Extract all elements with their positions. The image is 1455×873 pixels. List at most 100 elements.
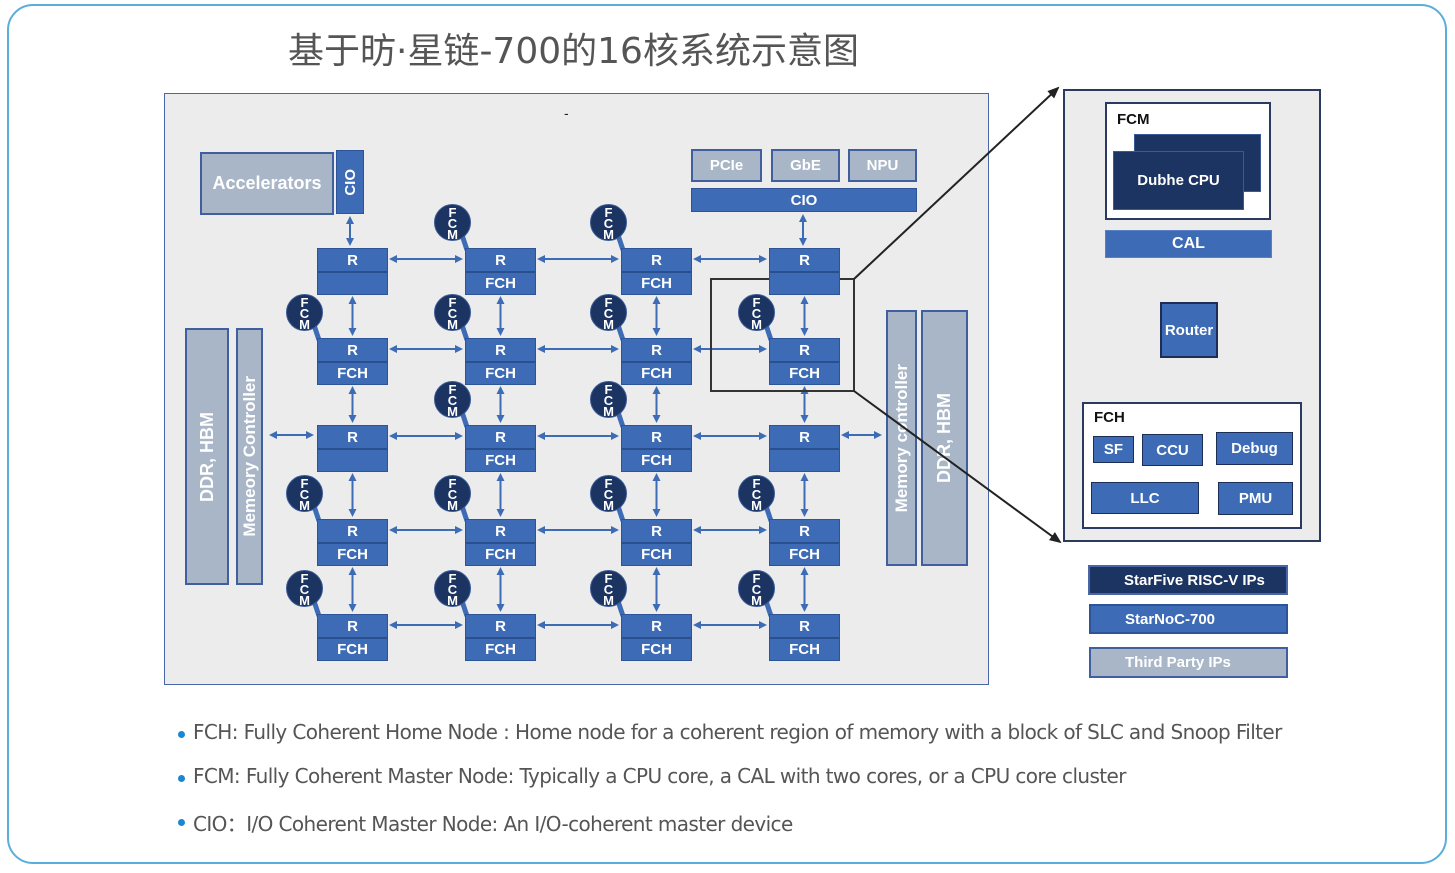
mesh-node-r2-c0: R [317,425,388,472]
router-label: R [622,249,691,273]
fcm-letter: F [604,204,613,220]
fcm-letter: F [752,294,761,310]
fcm-letter: M [603,316,614,332]
fch-label: FCH [337,641,368,658]
fcm-letter: C [603,305,614,321]
empty-slot [318,273,387,294]
pmu-block: PMU [1218,482,1293,515]
fch-label: FCH [641,275,672,292]
note-fch: FCH: Fully Coherent Home Node : Home nod… [178,720,1282,764]
fcm-letter: C [447,305,458,321]
mesh-node-r0-c2: R FCH [621,248,692,295]
fcm-letter: F [752,570,761,586]
router-label: R [622,520,691,544]
fcm-letter: M [447,497,458,513]
fcm-letter: M [447,403,458,419]
router-label: R [466,520,535,544]
page-title: 基于昉·星链-700的16核系统示意图 [288,31,859,72]
fcm-letter: C [751,486,762,502]
fch-label: FCH [337,546,368,563]
router-label: R [770,249,839,273]
fcm-letter: M [447,226,458,242]
fcm-letter: C [447,581,458,597]
npu-block: NPU [848,149,917,182]
fcm-letter: F [604,294,613,310]
router-label: R [466,339,535,363]
note-fch-text: FCH: Fully Coherent Home Node : Home nod… [193,720,1282,744]
left-memory-controller-block: Memeory Controller [236,328,263,585]
ccu-block: CCU [1142,434,1203,466]
empty-slot [318,450,387,471]
fcm-letter: M [299,592,310,608]
pcie-block: PCIe [691,149,762,182]
fcm-letter: M [603,226,614,242]
fcm-letter: F [604,570,613,586]
fcm-letter: M [603,403,614,419]
fcm-letter: C [299,581,310,597]
mesh-node-r0-c3: R [769,248,840,295]
fcm-letter: C [447,486,458,502]
right-controller-label: Memory controller [891,363,911,513]
fch-label: FCH [641,641,672,658]
fcm-letter: M [299,497,310,513]
fch-label: FCH [641,546,672,563]
debug-block: Debug [1216,432,1293,465]
empty-slot [770,450,839,471]
right-memory-controller-block: Memory controller [886,310,917,566]
sf-block: SF [1093,436,1134,463]
fcm-letter: F [448,204,457,220]
fch-label: FCH [789,641,820,658]
fcm-letter: M [447,592,458,608]
cpu-block: Dubhe CPU [1113,151,1244,210]
router-label: R [770,615,839,639]
fcm-letter: M [603,497,614,513]
fcm-letter: M [751,592,762,608]
note-fcm-text: FCM: Fully Coherent Master Node: Typical… [193,764,1126,788]
fcm-letter: C [299,305,310,321]
fch-label: FCH [789,365,820,382]
accelerators-block: Accelerators [200,152,334,215]
fch-label: FCH [641,452,672,469]
cal-block: CAL [1105,230,1272,258]
fch-detail-label: FCH [1094,409,1125,426]
llc-block: LLC [1091,482,1199,514]
left-controller-label: Memeory Controller [239,376,259,537]
fcm-letter: C [751,581,762,597]
router-label: R [466,615,535,639]
cio-left-label: CIO [341,168,359,196]
fcm-letter: C [447,215,458,231]
fcm-letter: C [603,581,614,597]
fcm-letter: M [447,316,458,332]
bullet-icon [178,775,185,782]
mesh-node-r0-c0: R [317,248,388,295]
router-label: R [318,426,387,450]
left-ddr-label: DDR, HBM [196,411,217,502]
note-cio-text: CIO：I/O Coherent Master Node: An I/O-coh… [193,812,793,836]
dash-mark: - [564,105,569,121]
router-block: Router [1160,302,1218,358]
fcm-letter: F [448,381,457,397]
fcm-letter: M [299,316,310,332]
